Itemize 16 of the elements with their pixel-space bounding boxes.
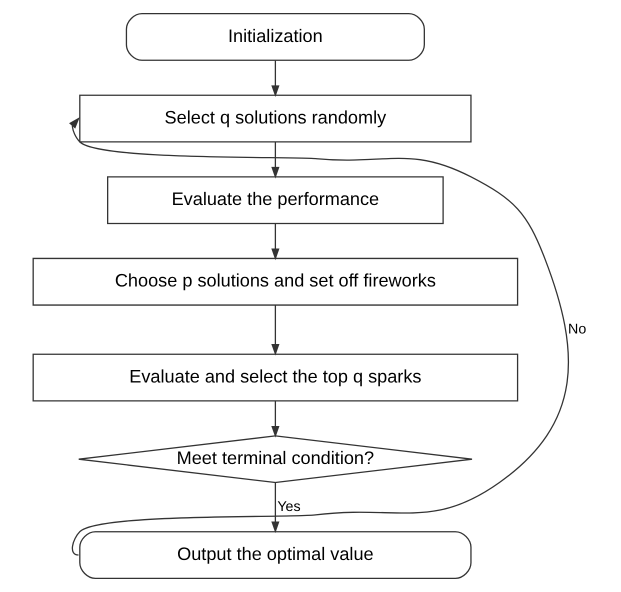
arrow: [270, 142, 279, 179]
arrow: [270, 305, 279, 356]
node-box: Choose p solutions and set off fireworks: [32, 258, 518, 306]
node-box: Evaluate and select the top q sparks: [32, 354, 518, 402]
node-box: Output the optimal value: [78, 531, 472, 579]
arrow: [270, 224, 279, 260]
node-box: Evaluate the performance: [106, 176, 444, 224]
arrow: [270, 482, 279, 534]
node-box: Select q solutions randomly: [78, 94, 472, 143]
node-box: Initialization: [125, 13, 424, 61]
node-diamond: Meet terminal condition?: [78, 435, 472, 484]
arrow: [270, 401, 279, 438]
edge-label: No: [568, 321, 586, 338]
arrow: [270, 60, 279, 98]
arrow: [68, 117, 569, 556]
edge-label: Yes: [276, 498, 300, 515]
